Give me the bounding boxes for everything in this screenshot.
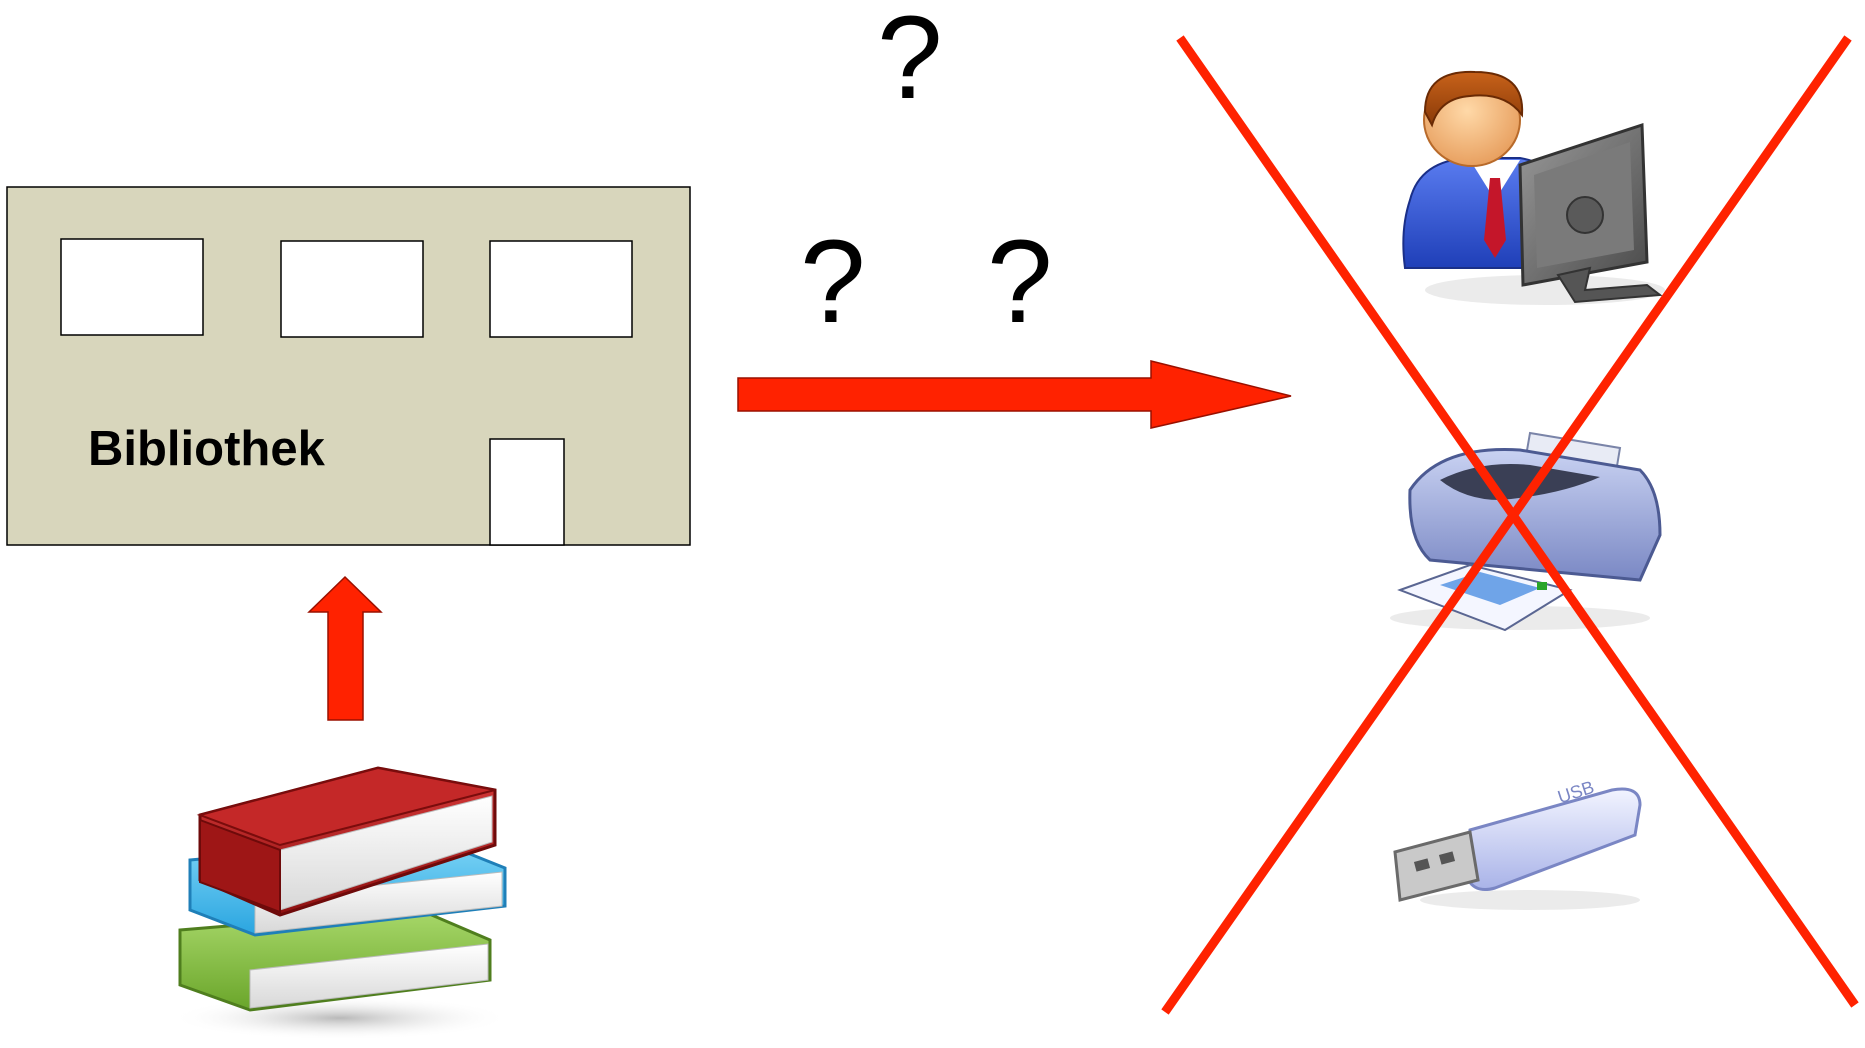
library-label: Bibliothek <box>88 422 326 476</box>
question-mark-right: ? <box>987 216 1053 348</box>
question-mark-left: ? <box>800 216 866 348</box>
user-computer-icon <box>1402 70 1665 305</box>
library-door <box>489 438 565 546</box>
library-window-2 <box>280 240 424 338</box>
question-mark-top: ? <box>877 0 943 124</box>
arrow-library-to-devices <box>737 360 1292 429</box>
library-window-3 <box>489 240 633 338</box>
cross-line-2 <box>1161 35 1852 1015</box>
cross-out-icon <box>1161 35 1859 1015</box>
library-building: Bibliothek <box>6 186 691 546</box>
cross-line-1 <box>1176 35 1859 1008</box>
arrow-books-to-library <box>307 575 383 721</box>
usb-stick-icon: USB <box>1393 777 1642 910</box>
printer-icon <box>1390 431 1662 632</box>
library-window-1 <box>60 238 204 336</box>
book-stack-icon <box>170 766 510 1040</box>
